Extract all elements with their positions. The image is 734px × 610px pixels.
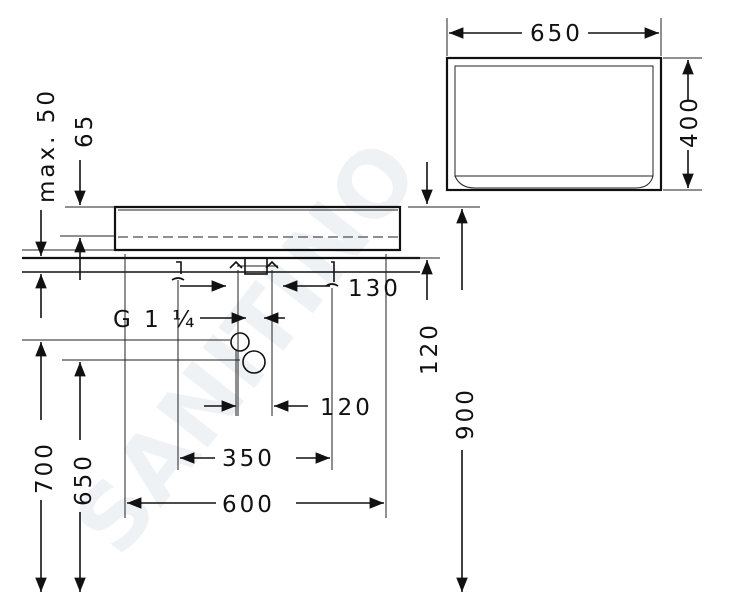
max-50-label: max. 50 [34, 88, 60, 203]
dim-350-label: 350 [222, 446, 275, 472]
dim-130-label: 130 [348, 276, 401, 302]
dim-600-label: 600 [222, 492, 275, 518]
drain-circle-upper [230, 332, 250, 352]
dim-400-label: 400 [677, 95, 703, 148]
dim-65-label: 65 [72, 113, 98, 148]
valve-left [171, 261, 185, 281]
dim-650-front-label: 650 [71, 453, 97, 506]
dim-120-horizontal-label: 120 [320, 395, 373, 421]
dim-700-label: 700 [32, 441, 58, 494]
drain-circle-lower [242, 350, 266, 374]
drain-thread-label: G 1 ¼ [113, 307, 197, 333]
top-view-basin-bowl [454, 175, 654, 189]
dim-120-vertical-label: 120 [417, 322, 443, 375]
dim-900-label: 900 [453, 387, 479, 440]
top-view-basin-inner [454, 65, 654, 177]
top-view-basin-outline [445, 56, 663, 192]
top-view: 650 400 [445, 18, 703, 192]
dim-650-label: 650 [530, 21, 583, 47]
front-view: max. 50 65 130 G 1 ¼ 120 350 600 120 [22, 88, 480, 592]
